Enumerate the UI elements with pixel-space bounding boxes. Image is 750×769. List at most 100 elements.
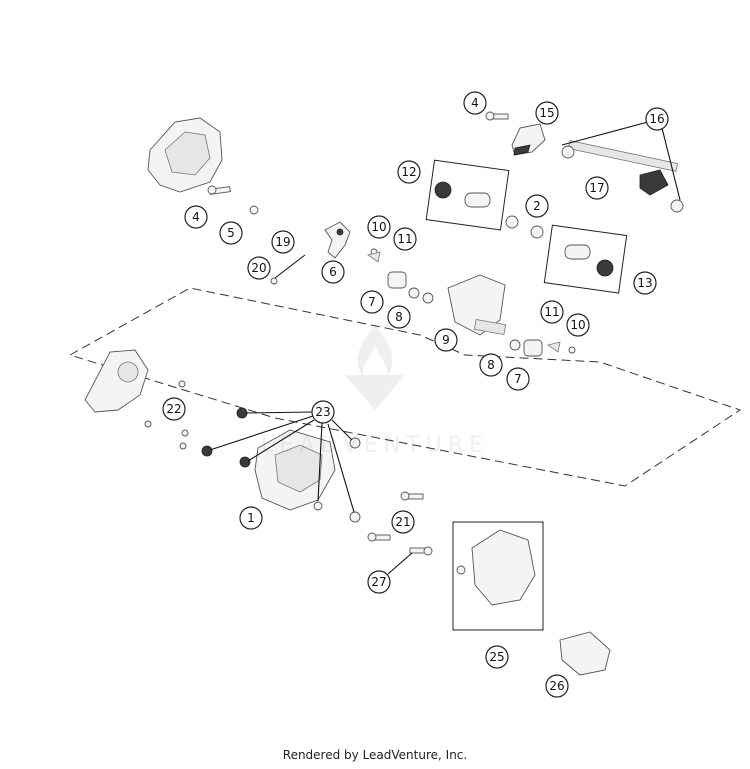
svg-text:7: 7 — [368, 295, 376, 309]
svg-text:1: 1 — [247, 511, 255, 525]
svg-text:19: 19 — [275, 235, 290, 249]
callout-8-left: 8 — [387, 305, 411, 329]
callout-16: 16 — [645, 107, 669, 131]
svg-text:12: 12 — [401, 165, 416, 179]
callout-1: 1 — [239, 506, 263, 530]
callout-6: 6 — [321, 260, 345, 284]
callout-12: 12 — [397, 160, 421, 184]
callout-26: 26 — [545, 674, 569, 698]
callout-25: 25 — [485, 645, 509, 669]
callout-4-left: 4 — [184, 205, 208, 229]
callout-17: 17 — [585, 176, 609, 200]
screw-part-10-right — [568, 346, 576, 354]
svg-text:20: 20 — [251, 261, 266, 275]
housing-part-9 — [447, 274, 507, 336]
svg-text:8: 8 — [395, 310, 403, 324]
svg-text:7: 7 — [514, 372, 522, 386]
box-part-12 — [425, 159, 510, 231]
dashed-assembly-outline — [69, 287, 742, 487]
callout-7-left: 7 — [360, 290, 384, 314]
gear-part-13 — [596, 259, 614, 277]
bolt-part-21 — [400, 491, 424, 501]
left-lower-cover-part — [84, 349, 149, 413]
callout-19: 19 — [271, 230, 295, 254]
box-part-25 — [452, 521, 544, 631]
bushing-part-16-end — [670, 199, 684, 213]
sleeve-part-13 — [564, 244, 591, 260]
svg-text:22: 22 — [166, 402, 181, 416]
bolt-part-22-d — [179, 442, 187, 450]
callout-5: 5 — [219, 221, 243, 245]
callout-11-right: 11 — [540, 300, 564, 324]
pin-part-20 — [270, 277, 278, 285]
shaft-part-17 — [561, 140, 679, 196]
callout-7-right: 7 — [506, 367, 530, 391]
svg-text:4: 4 — [471, 96, 479, 110]
grommet-part-23-b — [201, 445, 213, 457]
bushing-part-7-left — [387, 271, 407, 289]
upper-cover-part — [147, 117, 223, 193]
grommet-part-23-e — [313, 501, 323, 511]
box-part-13 — [543, 224, 628, 294]
leader-27 — [387, 552, 413, 575]
washer-part-8-left-b — [422, 292, 434, 304]
gear-part-12 — [434, 181, 452, 199]
svg-text:17: 17 — [589, 181, 604, 195]
bolt-part-22-a — [178, 380, 186, 388]
bolt-part-4-top — [485, 111, 509, 121]
callout-20: 20 — [247, 256, 271, 280]
svg-text:25: 25 — [489, 650, 504, 664]
svg-text:10: 10 — [570, 318, 585, 332]
leader-16-a — [561, 121, 649, 146]
svg-text:2: 2 — [533, 199, 541, 213]
cone-part-11-upper — [367, 251, 381, 263]
svg-text:11: 11 — [397, 232, 412, 246]
svg-text:9: 9 — [442, 333, 450, 347]
svg-text:5: 5 — [227, 226, 235, 240]
bolt-part-22-c — [181, 429, 189, 437]
lever-part-6 — [324, 221, 351, 259]
svg-text:23: 23 — [315, 405, 330, 419]
callout-10-upper: 10 — [367, 215, 391, 239]
callout-15: 15 — [535, 101, 559, 125]
callout-2: 2 — [525, 194, 549, 218]
washer-part-5 — [249, 205, 259, 215]
sleeve-part-12 — [464, 192, 491, 208]
grommet-part-23-d — [349, 437, 361, 449]
svg-text:10: 10 — [371, 220, 386, 234]
callout-21: 21 — [391, 510, 415, 534]
svg-text:21: 21 — [395, 515, 410, 529]
main-cover-part-1 — [254, 429, 336, 511]
washer-part-2 — [505, 215, 519, 229]
svg-text:4: 4 — [192, 210, 200, 224]
callout-22: 22 — [162, 397, 186, 421]
svg-text:27: 27 — [371, 575, 386, 589]
footer-credit: Rendered by LeadVenture, Inc. — [282, 748, 468, 762]
callout-13: 13 — [633, 271, 657, 295]
cone-part-11-right — [547, 341, 561, 353]
svg-text:15: 15 — [539, 106, 554, 120]
washer-part-8-left — [408, 287, 420, 299]
grommet-part-23-f — [349, 511, 361, 523]
cover-part-25 — [456, 529, 536, 606]
svg-text:6: 6 — [329, 265, 337, 279]
callout-4-top: 4 — [463, 91, 487, 115]
bolt-part-27 — [409, 546, 433, 556]
washer-part-2b — [530, 225, 544, 239]
leader-23-d — [331, 419, 353, 441]
bolt-part-4-left — [207, 185, 231, 195]
arm-part-15 — [511, 123, 546, 156]
svg-text:8: 8 — [487, 358, 495, 372]
leader-23-f — [327, 423, 355, 513]
callout-27: 27 — [367, 570, 391, 594]
bolt-part-22-b — [144, 420, 152, 428]
spring-part-19 — [274, 254, 306, 279]
svg-text:11: 11 — [544, 305, 559, 319]
grommet-part-23-c — [239, 456, 251, 468]
callout-9: 9 — [434, 328, 458, 352]
guard-part-26 — [559, 631, 611, 676]
leader-16-b — [661, 127, 681, 201]
callout-23: 23 — [311, 400, 335, 424]
callout-8-right: 8 — [479, 353, 503, 377]
